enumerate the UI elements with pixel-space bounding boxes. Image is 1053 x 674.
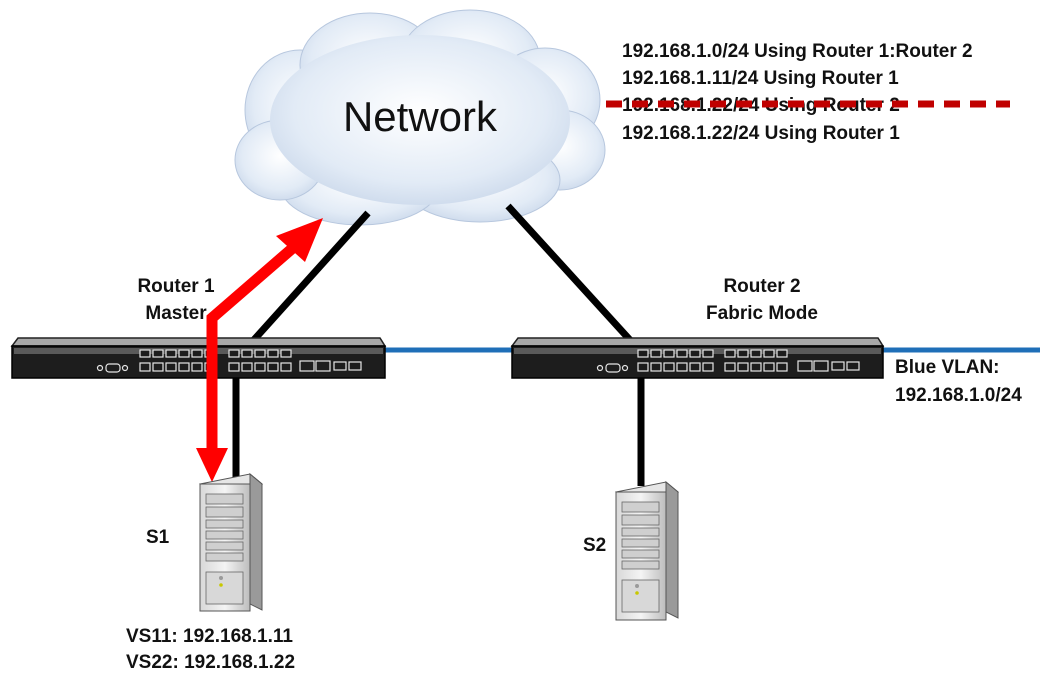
router1-name: Router 1	[137, 276, 215, 297]
router1-role: Master	[145, 303, 207, 324]
server-s1	[198, 472, 264, 612]
router2-device	[510, 337, 885, 379]
vlan-subnet: 192.168.1.0/24	[895, 385, 1022, 406]
route-entry-struck: 192.168.1.22/24 Using Router 2	[622, 95, 900, 116]
router2-role: Fabric Mode	[706, 303, 818, 324]
traffic-path-arrow	[196, 218, 323, 482]
route-table: 192.168.1.0/24 Using Router 1:Router 2 1…	[606, 41, 1010, 144]
cloud-label: Network	[343, 93, 498, 140]
route-entry: 192.168.1.11/24 Using Router 1	[622, 68, 899, 89]
server-s2	[614, 480, 680, 621]
virtual-server-entry: VS11: 192.168.1.11	[126, 626, 293, 647]
server-s1-label: S1	[146, 527, 170, 548]
vlan-name: Blue VLAN:	[895, 357, 1000, 378]
virtual-server-entry: VS22: 192.168.1.22	[126, 652, 295, 673]
route-entry: 192.168.1.22/24 Using Router 1	[622, 123, 900, 144]
route-entry: 192.168.1.0/24 Using Router 1:Router 2	[622, 41, 973, 62]
router2-name: Router 2	[723, 276, 800, 297]
network-cloud: Network	[234, 9, 606, 226]
link-cloud-router1	[240, 210, 371, 355]
link-cloud-router2	[505, 203, 644, 355]
server-s2-label: S2	[583, 535, 606, 556]
router1-device	[10, 337, 387, 379]
